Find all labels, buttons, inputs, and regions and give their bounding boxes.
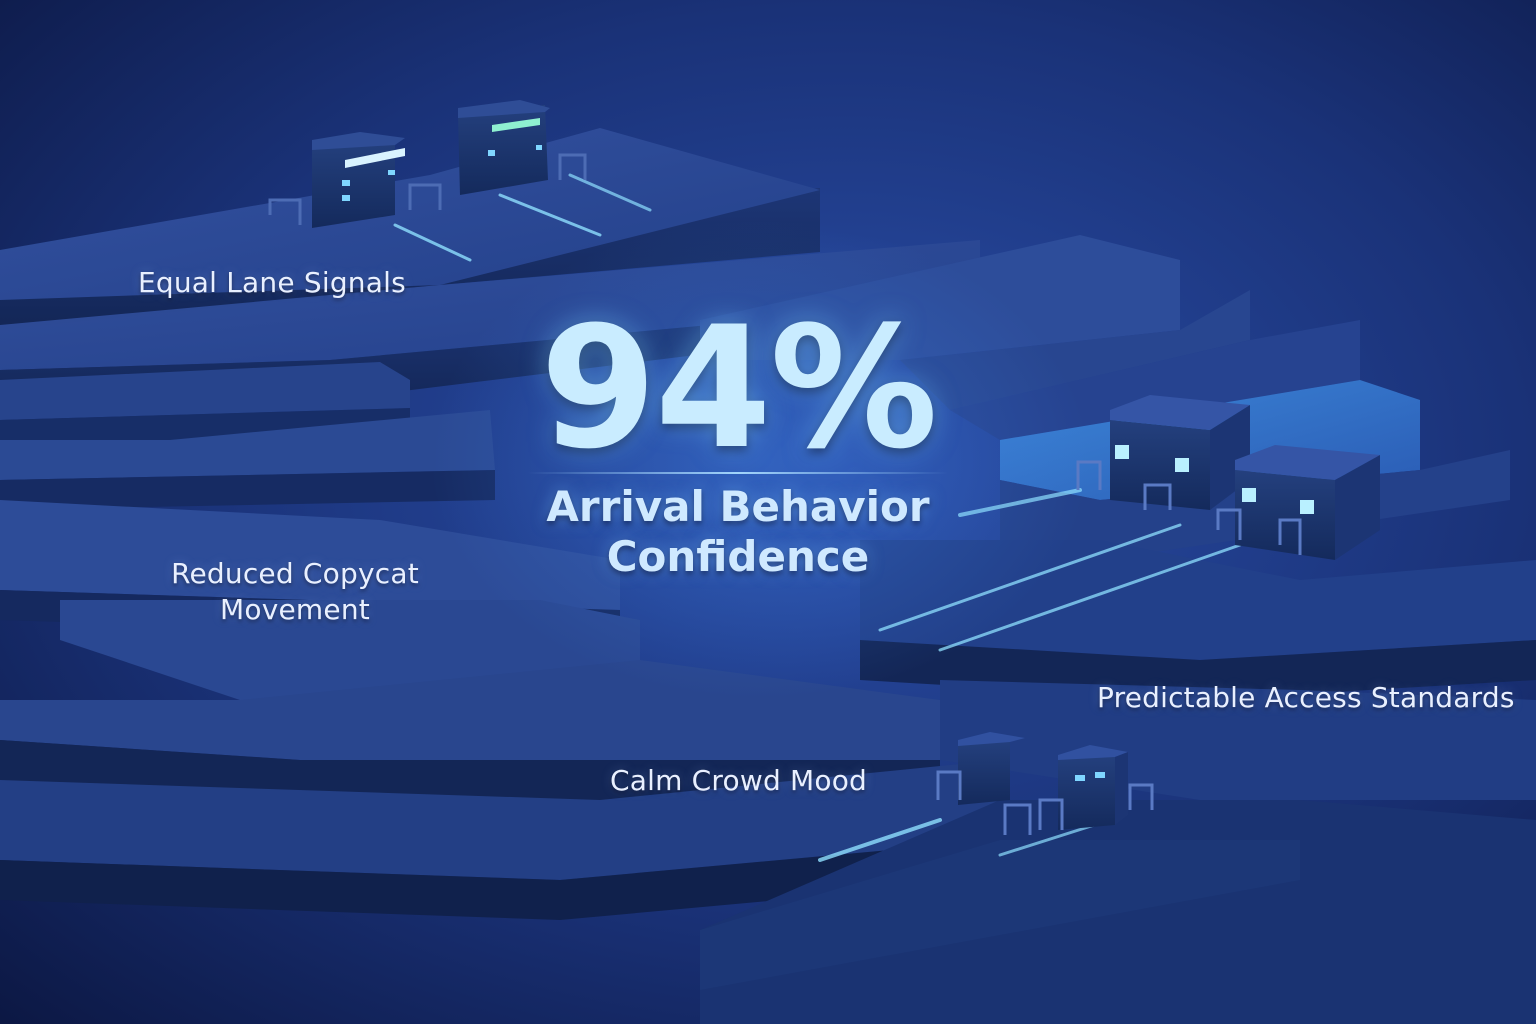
headline-caption-line2: Confidence <box>606 532 870 581</box>
booths-upper-left <box>268 100 587 228</box>
headline-block: 94% Arrival Behavior Confidence <box>528 290 948 582</box>
booths-bottom <box>936 732 1154 835</box>
label-calm-crowd-mood: Calm Crowd Mood <box>610 764 868 797</box>
label-reduced-copycat-line1: Reduced Copycat <box>171 557 419 590</box>
label-equal-lane-signals: Equal Lane Signals <box>138 266 406 299</box>
label-predictable-access-standards: Predictable Access Standards <box>1097 681 1515 714</box>
headline-divider <box>528 472 948 474</box>
headline-caption: Arrival Behavior Confidence <box>538 482 938 582</box>
center-glow <box>430 220 1090 700</box>
label-reduced-copycat-line2: Movement <box>220 593 370 626</box>
booths-right <box>1076 395 1380 560</box>
label-reduced-copycat-movement: Reduced Copycat Movement <box>150 556 440 628</box>
confidence-percentage: 94% <box>539 290 938 486</box>
headline-caption-line1: Arrival Behavior <box>546 482 930 531</box>
